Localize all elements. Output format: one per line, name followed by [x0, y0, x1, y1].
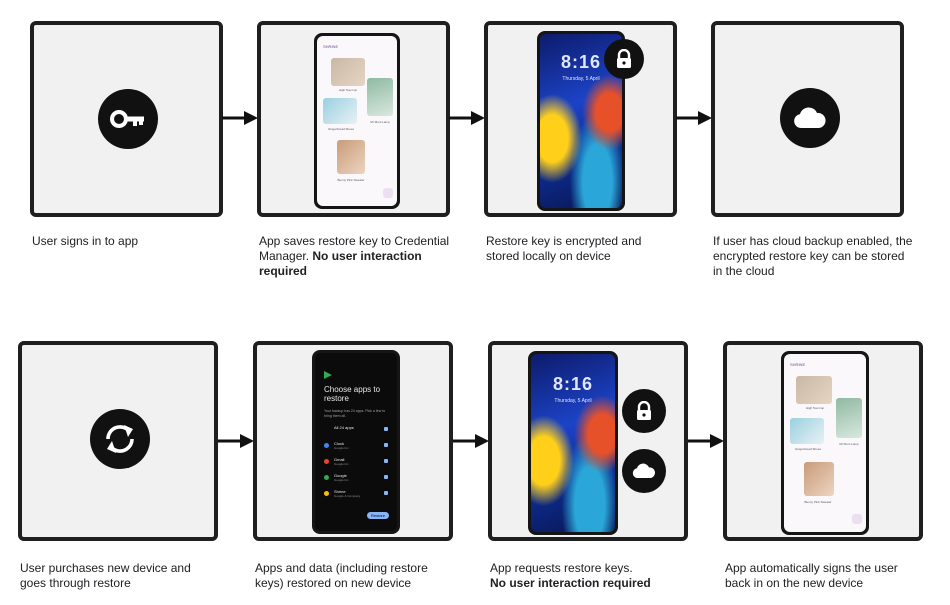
- arrow-right-icon: [222, 111, 258, 125]
- lockscreen: 8:16 Thursday, 5 April: [540, 34, 622, 208]
- step-2-caption: App saves restore key to Credential Mana…: [259, 234, 450, 278]
- phone-shop-app: SHRINE High Tea Cup Gingerbread Shoes Mr…: [314, 33, 400, 209]
- checkbox[interactable]: [384, 443, 388, 447]
- step-7-card: 8:16 Thursday, 5 April: [488, 341, 688, 541]
- restore-button[interactable]: Restore: [366, 512, 389, 519]
- product-label: High Tea Cup: [338, 88, 358, 92]
- arrow-right-icon: [218, 434, 254, 448]
- product-label: Bunny Pink Sweater: [804, 500, 832, 504]
- restore-subtitle: Your backup has 24 apps. Pick a few to b…: [324, 409, 386, 418]
- restore-app-row[interactable]: Clock Google Inc: [324, 441, 388, 451]
- step-5-card: [18, 341, 218, 541]
- product-label: High Tea Cup: [805, 406, 825, 410]
- phone-lockscreen: 8:16 Thursday, 5 April: [528, 351, 618, 535]
- phone-lockscreen: 8:16 Thursday, 5 April: [537, 31, 625, 211]
- product-label: Gingerbread Shoes: [794, 447, 822, 451]
- step-3-caption: Restore key is encrypted and stored loca…: [486, 234, 642, 263]
- sync-icon: [106, 425, 134, 453]
- product-label: Mr Mum Lamp: [370, 120, 390, 124]
- step-1-card: [30, 21, 223, 217]
- arrow-right-icon: [676, 111, 712, 125]
- shop-app-title: SHRINE: [790, 362, 806, 367]
- phone-shop-app: SHRINE High Tea Cup Gingerbread Shoes Mr…: [781, 351, 869, 535]
- step-5-caption: User purchases new device and goes throu…: [20, 561, 191, 590]
- checkbox[interactable]: [384, 459, 388, 463]
- step-7-caption-bold: No user interaction required: [490, 576, 651, 590]
- lockscreen-date: Thursday, 5 April: [562, 76, 600, 82]
- restore-app-row[interactable]: Gmail Google Inc: [324, 457, 388, 467]
- cloud-icon-circle: [622, 449, 666, 493]
- lockscreen-date: Thursday, 5 April: [554, 398, 592, 404]
- step-2-caption-bold: No user interaction required: [259, 249, 422, 278]
- step-4-card: [711, 21, 904, 217]
- checkbox[interactable]: [384, 475, 388, 479]
- lock-icon: [637, 401, 651, 420]
- step-3-card: 8:16 Thursday, 5 April: [484, 21, 677, 217]
- lockscreen: 8:16 Thursday, 5 April: [531, 354, 615, 532]
- restore-all-row[interactable]: All 24 apps: [324, 425, 388, 435]
- shop-app-title: SHRINE: [323, 44, 339, 49]
- step-8-caption: App automatically signs the user back in…: [725, 561, 898, 590]
- phone-restore-screen: Choose apps to restore Your backup has 2…: [312, 350, 400, 534]
- lockscreen-time: 8:16: [552, 374, 594, 394]
- shop-app-screen: SHRINE High Tea Cup Gingerbread Shoes Mr…: [317, 36, 397, 206]
- shop-app-screen: SHRINE High Tea Cup Gingerbread Shoes Mr…: [784, 354, 866, 532]
- cloud-icon-circle: [780, 88, 840, 148]
- sync-icon-circle: [90, 409, 150, 469]
- product-label: Gingerbread Shoes: [327, 127, 355, 131]
- cloud-icon: [632, 463, 655, 479]
- step-8-card: SHRINE High Tea Cup Gingerbread Shoes Mr…: [723, 341, 923, 541]
- step-4-caption: If user has cloud backup enabled, the en…: [713, 234, 913, 278]
- cloud-icon: [794, 107, 826, 128]
- play-store-icon: [324, 371, 332, 379]
- step-6-card: Choose apps to restore Your backup has 2…: [253, 341, 453, 541]
- restore-title: Choose apps to restore: [324, 385, 381, 403]
- arrow-right-icon: [449, 111, 485, 125]
- key-icon: [110, 110, 144, 128]
- checkbox[interactable]: [384, 491, 388, 495]
- step-1-caption: User signs in to app: [32, 234, 139, 248]
- product-label: Mr Mum Lamp: [839, 442, 859, 446]
- lock-icon-circle: [604, 39, 644, 79]
- arrow-right-icon: [688, 434, 724, 448]
- step-2-card: SHRINE High Tea Cup Gingerbread Shoes Mr…: [257, 21, 450, 217]
- lock-icon-circle: [622, 389, 666, 433]
- restore-app-row[interactable]: Google Google Inc: [324, 473, 388, 483]
- lockscreen-time: 8:16: [560, 52, 602, 72]
- step-6-caption: Apps and data (including restore keys) r…: [255, 561, 428, 590]
- product-label: Bunny Pink Sweater: [337, 178, 365, 182]
- lock-icon: [617, 49, 631, 68]
- key-icon-circle: [98, 89, 158, 149]
- arrow-right-icon: [453, 434, 489, 448]
- checkbox[interactable]: [384, 427, 388, 431]
- restore-screen: Choose apps to restore Your backup has 2…: [315, 353, 397, 531]
- restore-app-row[interactable]: Shrine Google & Company: [324, 489, 388, 499]
- step-7-caption: App requests restore keys.No user intera…: [490, 561, 651, 590]
